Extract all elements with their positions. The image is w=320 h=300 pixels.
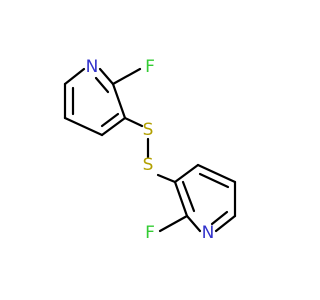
bond-c3b-c4b [173,163,200,184]
bond-c2-c3 [111,82,127,120]
bond-c2b-f2 [158,214,189,233]
bond-s2-c3b [156,173,177,184]
upper-pyridine-ring [63,67,144,137]
bond-c4-c5 [63,116,104,137]
atom-label-f1: F [145,57,155,77]
atom-label-n1: N [86,57,99,77]
atom-label-f2: F [145,223,155,243]
bond-n1-c2-inner [94,76,110,94]
atom-label-s1: S [143,120,154,140]
bond-c4b-c5b-inner [198,172,230,189]
bond-c4b-c5b [196,163,237,184]
bond-c3-s1 [123,116,144,128]
bond-c6-n1 [63,67,86,86]
atom-label-n2: N [202,223,215,243]
bond-c3-c4-inner [100,112,120,128]
bond-c6b-n2 [214,214,237,233]
bond-c2b-c3b [173,180,189,218]
bond-n1-c2 [98,67,115,86]
bond-c2b-c3b-inner [181,180,196,213]
bond-c3-c4 [100,116,127,137]
atom-label-s2: S [143,155,154,175]
bond-n2-c2b [185,214,202,233]
molecule-canvas: N F S S F N [63,57,237,243]
bond-c2-f1 [111,67,142,86]
molecule-structure: N F S S F N [63,57,237,243]
bond-c6b-n2-inner [210,210,229,226]
lower-pyridine-ring [156,163,237,233]
